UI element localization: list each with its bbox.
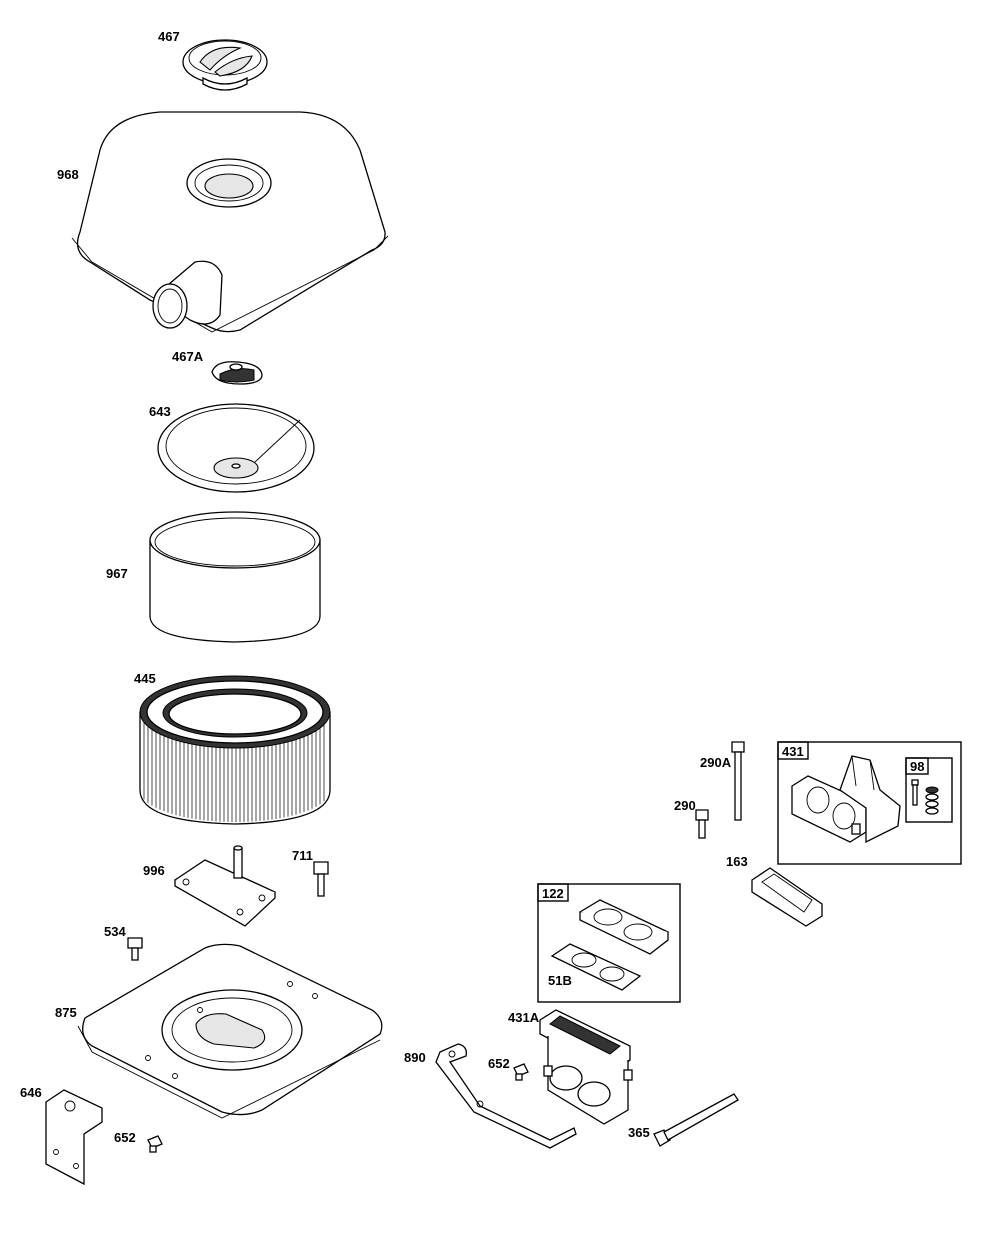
part-431-intake-manifold[interactable] (791, 755, 901, 844)
kit-98-tab (905, 757, 929, 775)
part-467-knob[interactable] (182, 39, 268, 91)
kit-98-box[interactable] (905, 757, 953, 823)
part-163-gasket[interactable] (751, 867, 823, 927)
part-467a-wing-nut[interactable] (211, 361, 263, 385)
label-122[interactable]: 122 (542, 886, 564, 901)
part-652-screw-right[interactable] (513, 1063, 529, 1081)
part-996-plate[interactable] (173, 845, 277, 927)
label-290[interactable]: 290 (674, 798, 696, 813)
label-967[interactable]: 967 (106, 566, 128, 581)
label-875[interactable]: 875 (55, 1005, 77, 1020)
part-290a-bolt[interactable] (731, 741, 745, 821)
label-534[interactable]: 534 (104, 924, 126, 939)
part-646-bracket[interactable] (45, 1089, 103, 1186)
label-51b[interactable]: 51B (548, 973, 572, 988)
label-652-right[interactable]: 652 (488, 1056, 510, 1071)
label-365[interactable]: 365 (628, 1125, 650, 1140)
part-290-bolt[interactable] (695, 809, 709, 839)
part-51b-gasket[interactable] (550, 943, 642, 991)
label-163[interactable]: 163 (726, 854, 748, 869)
part-643-dish[interactable] (157, 403, 315, 493)
label-290a[interactable]: 290A (700, 755, 732, 770)
part-652-screw-left[interactable] (147, 1135, 163, 1153)
part-431a-adapter[interactable] (539, 1009, 633, 1125)
label-996[interactable]: 996 (143, 863, 165, 878)
label-431[interactable]: 431 (782, 744, 804, 759)
kit-122-box[interactable] (537, 883, 681, 1003)
part-365-bolt[interactable] (653, 1093, 739, 1147)
label-646[interactable]: 646 (20, 1085, 42, 1100)
label-968[interactable]: 968 (57, 167, 79, 182)
part-445-filter[interactable] (139, 675, 331, 825)
label-467a[interactable]: 467A (172, 349, 204, 364)
part-875-base[interactable] (77, 943, 383, 1119)
label-652-left[interactable]: 652 (114, 1130, 136, 1145)
filter-pleats (143, 722, 325, 822)
label-98[interactable]: 98 (910, 759, 924, 774)
part-122-spacer[interactable] (578, 899, 670, 955)
kit-431-box[interactable] (777, 741, 962, 865)
label-890[interactable]: 890 (404, 1050, 426, 1065)
part-968-cover[interactable] (71, 111, 389, 333)
label-467[interactable]: 467 (158, 29, 180, 44)
label-711[interactable]: 711 (292, 848, 313, 863)
part-98-screw-springs[interactable] (911, 779, 939, 815)
part-890-bracket[interactable] (435, 1043, 577, 1149)
part-967-ring[interactable] (149, 511, 321, 643)
part-711-bolt[interactable] (313, 861, 329, 897)
label-445[interactable]: 445 (134, 671, 156, 686)
label-643[interactable]: 643 (149, 404, 171, 419)
label-431a[interactable]: 431A (508, 1010, 540, 1025)
part-534-bolt[interactable] (127, 937, 143, 961)
